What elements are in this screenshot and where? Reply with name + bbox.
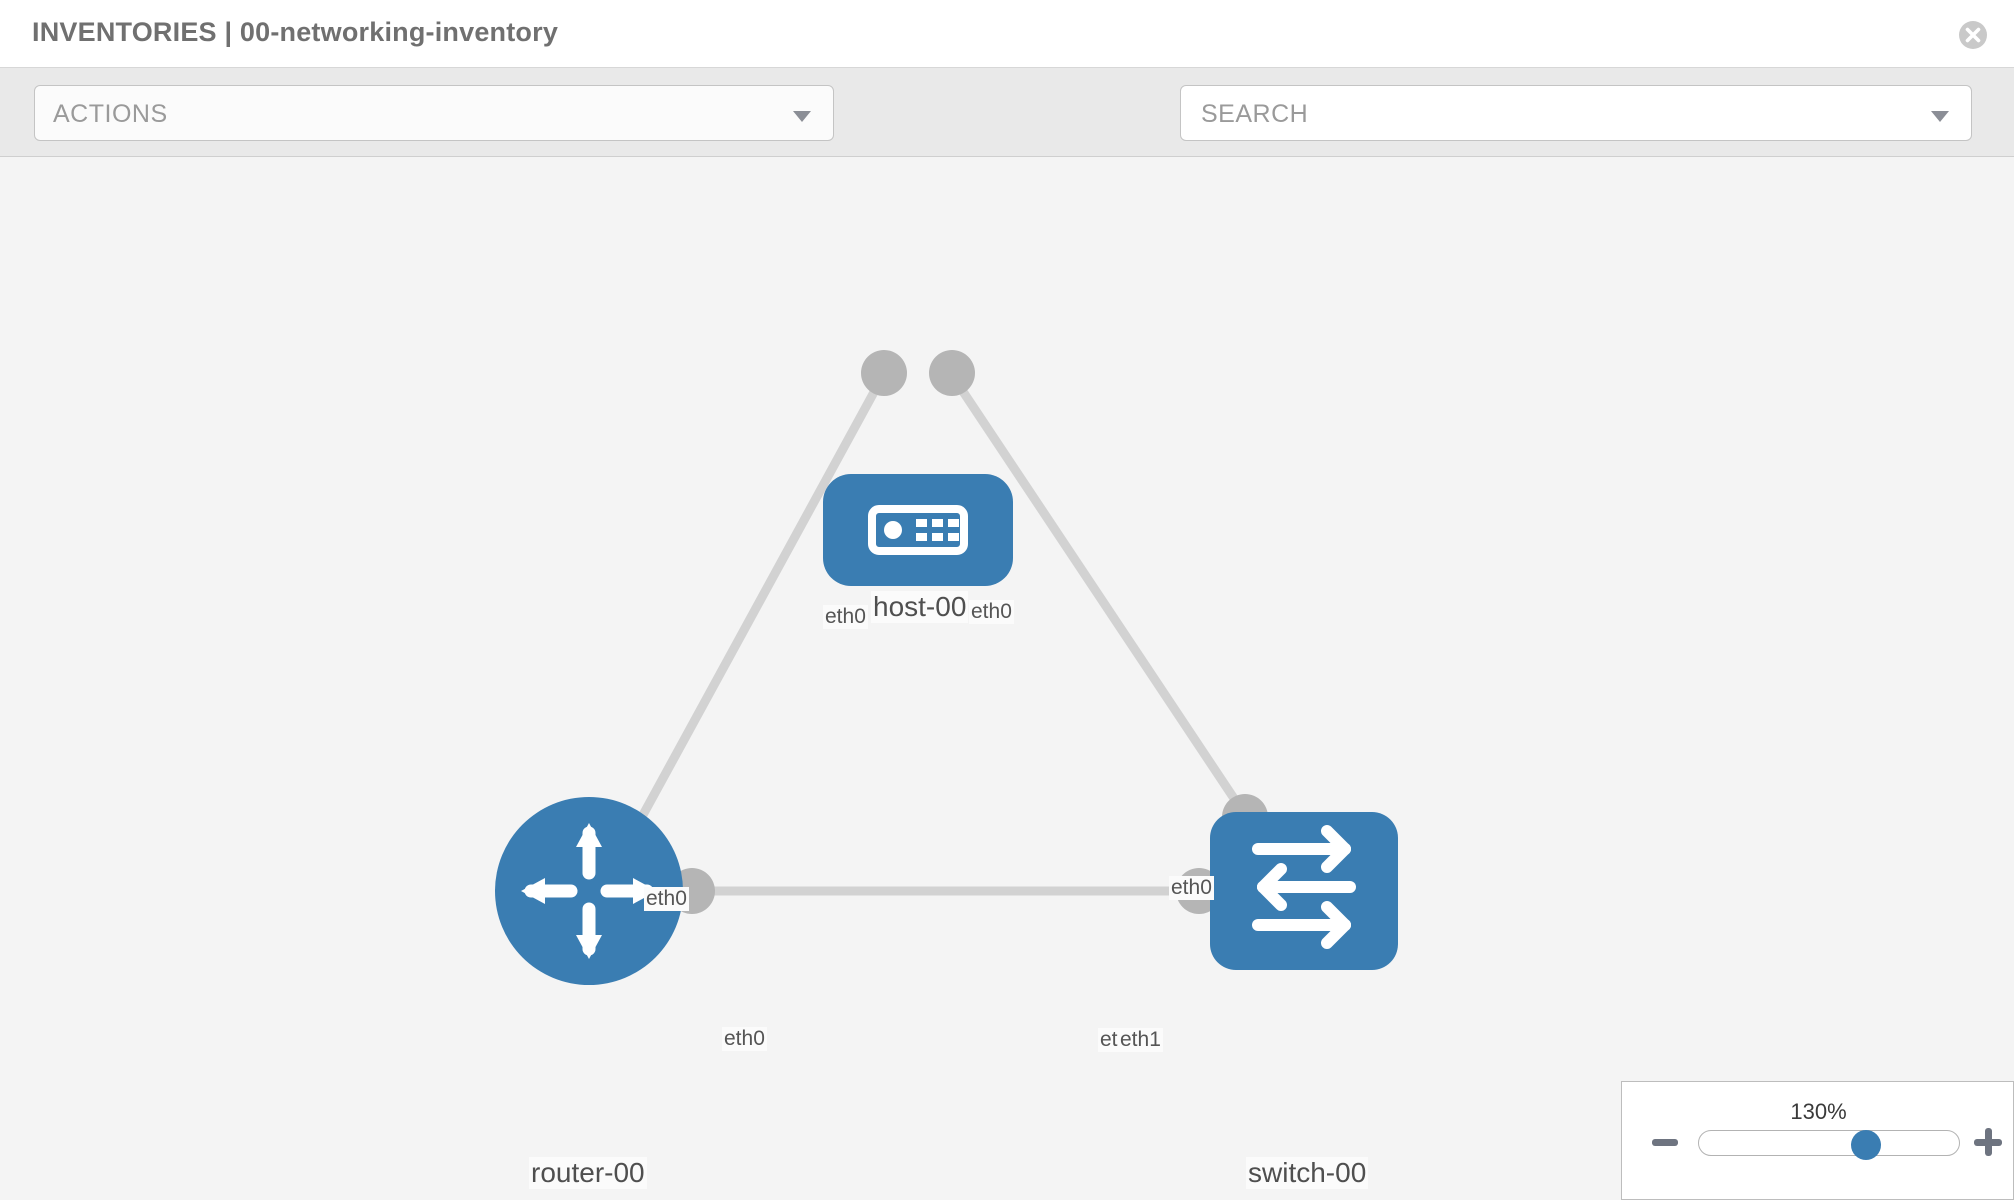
node-switch-00[interactable] bbox=[1210, 812, 1398, 970]
topology-connectors bbox=[669, 350, 1268, 914]
plus-icon[interactable] bbox=[1974, 1128, 2002, 1156]
iface-label: eth0 bbox=[722, 1027, 767, 1051]
page-header: INVENTORIES | 00-networking-inventory bbox=[0, 0, 2014, 68]
topology-canvas[interactable]: eth0 eth0 eth0 eth0 eth0 eth eth1 host-0… bbox=[0, 157, 2014, 1200]
actions-dropdown-label: ACTIONS bbox=[53, 100, 168, 128]
zoom-slider-track[interactable] bbox=[1698, 1130, 1960, 1156]
node-label-host: host-00 bbox=[871, 591, 969, 623]
node-router-00[interactable] bbox=[495, 797, 683, 985]
zoom-percent-label: 130% bbox=[1790, 1099, 1847, 1124]
page-title: INVENTORIES | 00-networking-inventory bbox=[32, 17, 559, 47]
iface-label: eth0 bbox=[969, 600, 1014, 624]
node-label-switch: switch-00 bbox=[1246, 1157, 1369, 1189]
iface-label: eth1 bbox=[1118, 1028, 1163, 1052]
topology-graph bbox=[495, 350, 1398, 985]
iface-label: eth0 bbox=[644, 887, 689, 911]
node-label-router: router-00 bbox=[529, 1157, 647, 1189]
iface-label: eth0 bbox=[1169, 876, 1214, 900]
zoom-control-panel: 130% bbox=[1621, 1081, 2014, 1200]
search-box[interactable] bbox=[1180, 85, 1972, 142]
close-icon[interactable] bbox=[1958, 20, 1988, 50]
chevron-down-icon bbox=[793, 111, 811, 122]
toolbar: ACTIONS bbox=[0, 68, 2014, 197]
chevron-down-icon[interactable] bbox=[1931, 111, 1949, 122]
zoom-slider-thumb[interactable] bbox=[1851, 1130, 1881, 1160]
minus-icon[interactable] bbox=[1652, 1139, 1678, 1146]
node-host-00[interactable] bbox=[823, 474, 1013, 586]
search-input[interactable] bbox=[1199, 86, 1903, 142]
topology-links bbox=[616, 369, 1277, 896]
iface-label: eth0 bbox=[823, 605, 868, 629]
actions-dropdown[interactable]: ACTIONS bbox=[34, 85, 834, 141]
